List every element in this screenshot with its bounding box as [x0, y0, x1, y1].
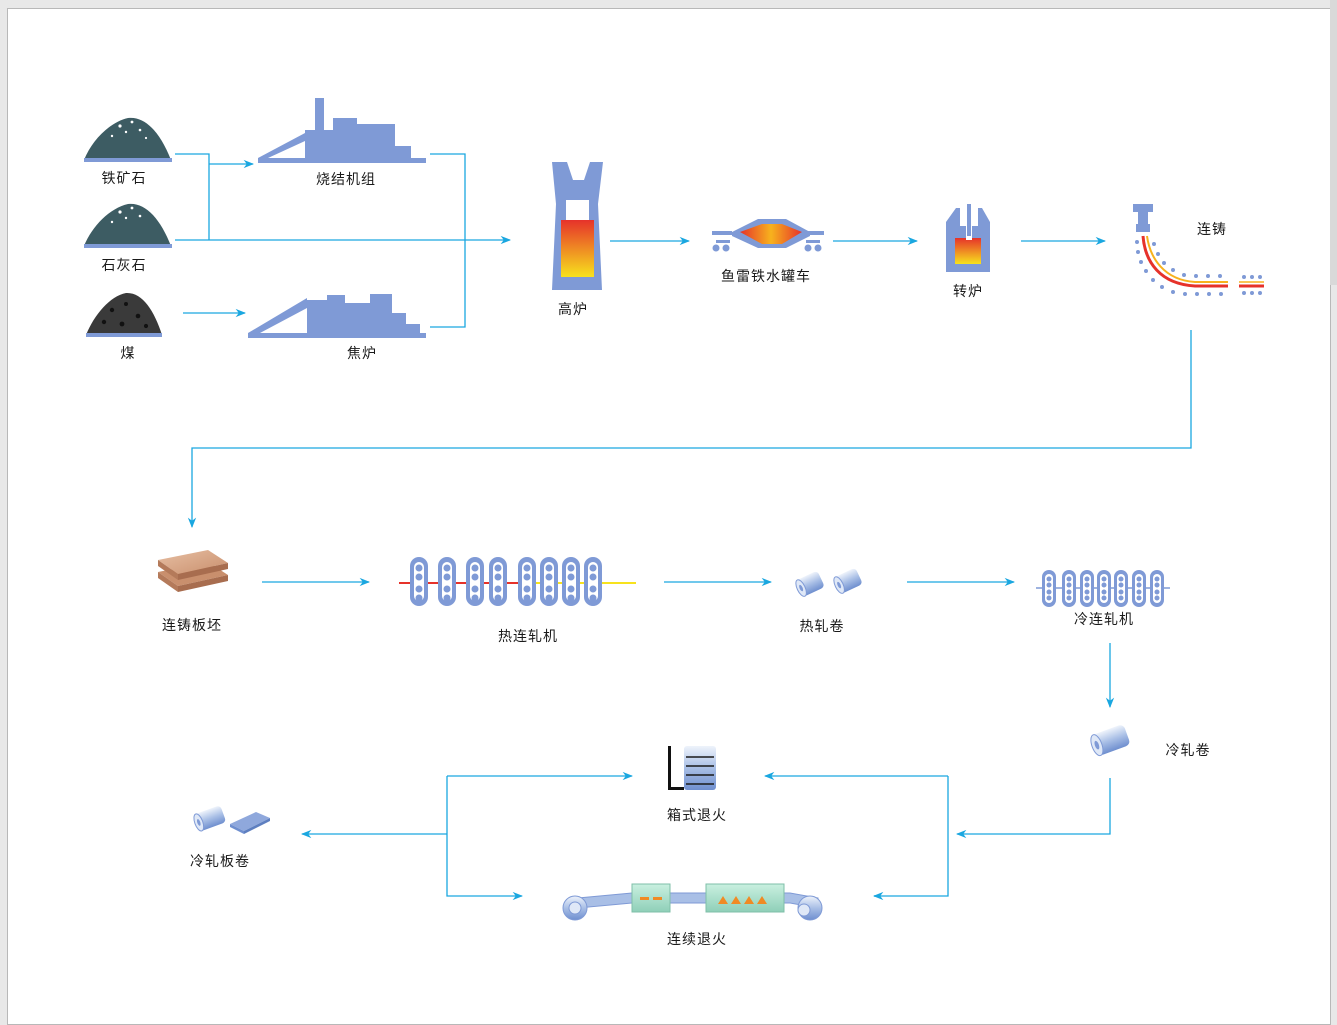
hot-strip-mill-label: 热连轧机	[498, 629, 558, 645]
limestone-pile-icon	[84, 203, 172, 248]
coal-label: 煤	[121, 346, 136, 362]
cold-mill-icon	[1036, 570, 1170, 607]
torpedo-car-label: 鱼雷铁水罐车	[721, 268, 811, 285]
window-edge	[1330, 0, 1337, 285]
limestone-label: 石灰石	[102, 258, 147, 274]
cold-sheet-coil-label: 冷轧板卷	[190, 854, 250, 870]
blast-furnace-label: 高炉	[558, 301, 588, 318]
hot-coil-icon	[795, 568, 862, 597]
blast-furnace-icon	[552, 162, 603, 290]
converter-icon	[946, 204, 990, 272]
cold-coil-icon	[1090, 725, 1130, 757]
sinter-plant-icon	[258, 98, 426, 163]
converter-label: 转炉	[953, 284, 983, 300]
slab-icon	[158, 550, 228, 592]
continuous-annealing-icon	[562, 883, 823, 921]
caster-label: 连铸	[1197, 222, 1227, 238]
continuous-annealing-label: 连续退火	[667, 931, 727, 948]
slab-label: 连铸板坯	[162, 618, 222, 634]
iron-ore-label: 铁矿石	[102, 171, 147, 187]
batch-annealing-label: 箱式退火	[667, 808, 727, 824]
cold-coil-label: 冷轧卷	[1166, 743, 1211, 759]
hot-strip-mill-icon	[399, 557, 636, 606]
coke-oven-label: 焦炉	[347, 346, 377, 362]
coke-oven-icon	[248, 294, 426, 338]
cold-sheet-coil-icon	[193, 806, 270, 834]
hot-coil-label: 热轧卷	[800, 619, 845, 635]
torpedo-car-icon	[712, 219, 824, 252]
batch-annealing-icon	[668, 746, 716, 790]
cold-mill-label: 冷连轧机	[1074, 612, 1134, 628]
diagram-page	[7, 8, 1331, 1025]
row3-flow-arrows	[300, 771, 1111, 901]
iron-ore-pile-icon	[84, 117, 172, 162]
sinter-plant-label: 烧结机组	[316, 172, 376, 188]
continuous-caster-icon	[1133, 204, 1264, 296]
coal-pile-icon	[86, 292, 162, 337]
row2-flow-arrows	[262, 577, 1115, 709]
row1-flow-arrows	[175, 153, 1192, 529]
